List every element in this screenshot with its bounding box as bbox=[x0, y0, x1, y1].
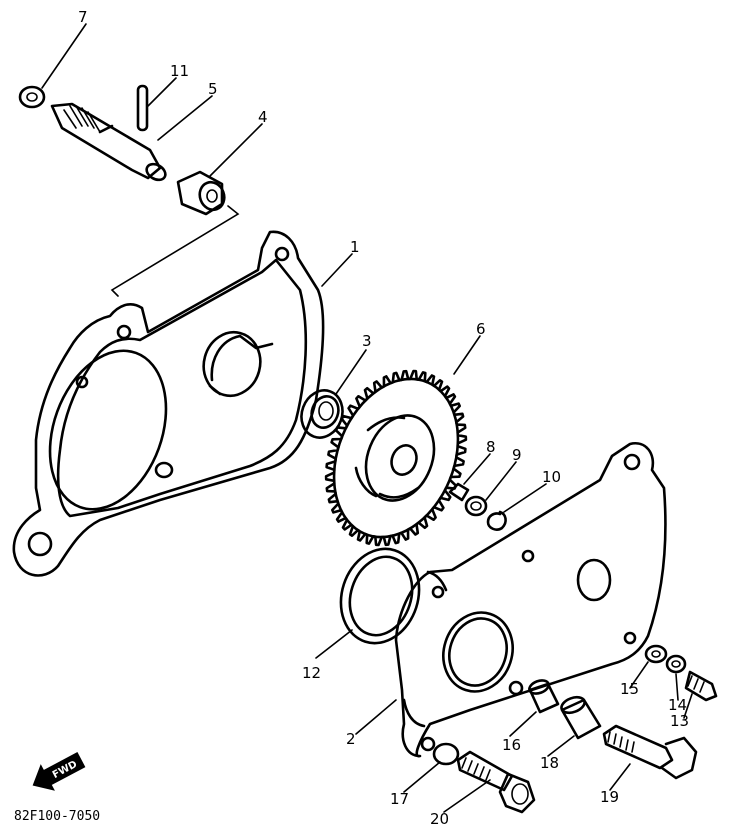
part-5-shaft bbox=[50, 102, 167, 182]
part-6-gear bbox=[324, 369, 468, 547]
callout-9: 9 bbox=[512, 446, 522, 464]
callout-8: 8 bbox=[486, 438, 496, 456]
fwd-direction-arrow: FWD bbox=[32, 752, 86, 791]
callout-19: 19 bbox=[600, 788, 619, 806]
callout-5: 5 bbox=[208, 80, 218, 98]
part-20-flange-bolt bbox=[456, 750, 536, 814]
part-13-bolt bbox=[684, 670, 718, 702]
part-8-key bbox=[448, 482, 470, 502]
callout-2: 2 bbox=[346, 730, 356, 748]
callout-1: 1 bbox=[350, 238, 360, 256]
callout-14: 14 bbox=[668, 696, 687, 714]
callout-20: 20 bbox=[430, 810, 449, 828]
part-12-o-ring bbox=[339, 547, 421, 645]
part-15-washer bbox=[644, 644, 668, 664]
part-14-washer bbox=[665, 654, 687, 674]
callout-16: 16 bbox=[502, 736, 521, 754]
callout-3: 3 bbox=[362, 332, 372, 350]
part-17-dowel bbox=[432, 742, 460, 766]
part-2-front-cover bbox=[394, 442, 667, 758]
callout-labels: 7 11 5 4 1 3 6 8 9 10 12 2 15 14 13 16 1… bbox=[78, 8, 689, 828]
part-7-washer bbox=[18, 85, 46, 109]
leader-lines bbox=[41, 23, 693, 813]
part-19-long-bolt bbox=[602, 724, 698, 780]
part-18-collar bbox=[560, 695, 602, 740]
part-16-dowel bbox=[528, 679, 560, 714]
callout-15: 15 bbox=[620, 680, 639, 698]
callout-12: 12 bbox=[302, 664, 321, 682]
part-10-circlip bbox=[486, 510, 507, 531]
callout-10: 10 bbox=[542, 468, 561, 486]
callout-7: 7 bbox=[78, 8, 88, 26]
part-4-bushing bbox=[176, 170, 226, 216]
part-1-case-cover bbox=[12, 230, 325, 577]
callout-18: 18 bbox=[540, 754, 559, 772]
callout-4: 4 bbox=[258, 108, 268, 126]
part-3-bearing bbox=[300, 389, 344, 439]
drawing-code: 82F100-7050 bbox=[14, 809, 100, 824]
callout-17: 17 bbox=[390, 790, 409, 808]
callout-11: 11 bbox=[170, 62, 189, 80]
callout-13: 13 bbox=[670, 712, 689, 730]
callout-6: 6 bbox=[476, 320, 486, 338]
part-9-washer bbox=[464, 495, 488, 517]
part-11-pin bbox=[136, 84, 149, 132]
assembly-guide-line bbox=[110, 205, 240, 297]
